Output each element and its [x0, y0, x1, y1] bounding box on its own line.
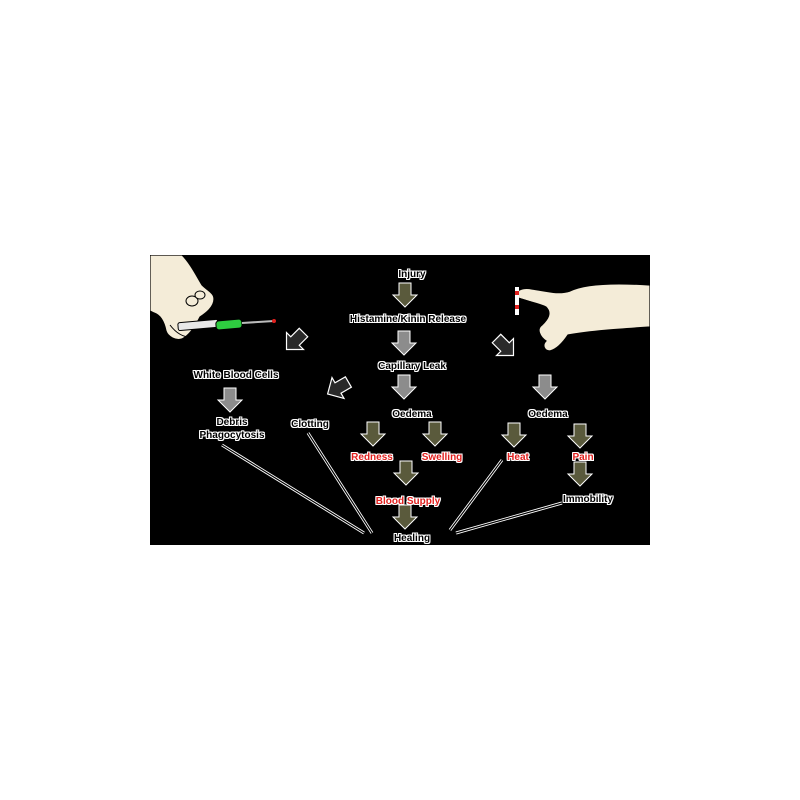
node-heat: Heat — [507, 452, 529, 463]
node-redness: Redness — [351, 452, 393, 463]
node-injury: Injury — [398, 269, 426, 280]
node-oedema-center: Oedema — [392, 409, 432, 420]
node-oedema-right: Oedema — [528, 409, 568, 420]
diagram-panel: Injury Histamine/Kinin Release Capillary… — [150, 255, 650, 545]
node-clotting: Clotting — [291, 419, 329, 430]
node-swelling: Swelling — [421, 452, 463, 463]
node-healing: Healing — [393, 533, 431, 544]
node-immobility: Immobility — [562, 494, 614, 505]
node-blood-supply: Blood Supply — [375, 496, 441, 507]
node-histamine-kinin-release: Histamine/Kinin Release — [349, 314, 467, 325]
node-pain: Pain — [572, 452, 594, 463]
node-debris: Debris — [216, 417, 248, 428]
diagram-art — [150, 255, 650, 535]
right-hand-pinch-icon — [513, 283, 650, 352]
node-capillary-leak: Capillary Leak — [378, 361, 446, 372]
node-white-blood-cells: White Blood Cells — [193, 370, 279, 381]
node-phagocytosis: Phagocytosis — [199, 430, 265, 441]
left-hand-syringe-icon — [150, 255, 276, 341]
